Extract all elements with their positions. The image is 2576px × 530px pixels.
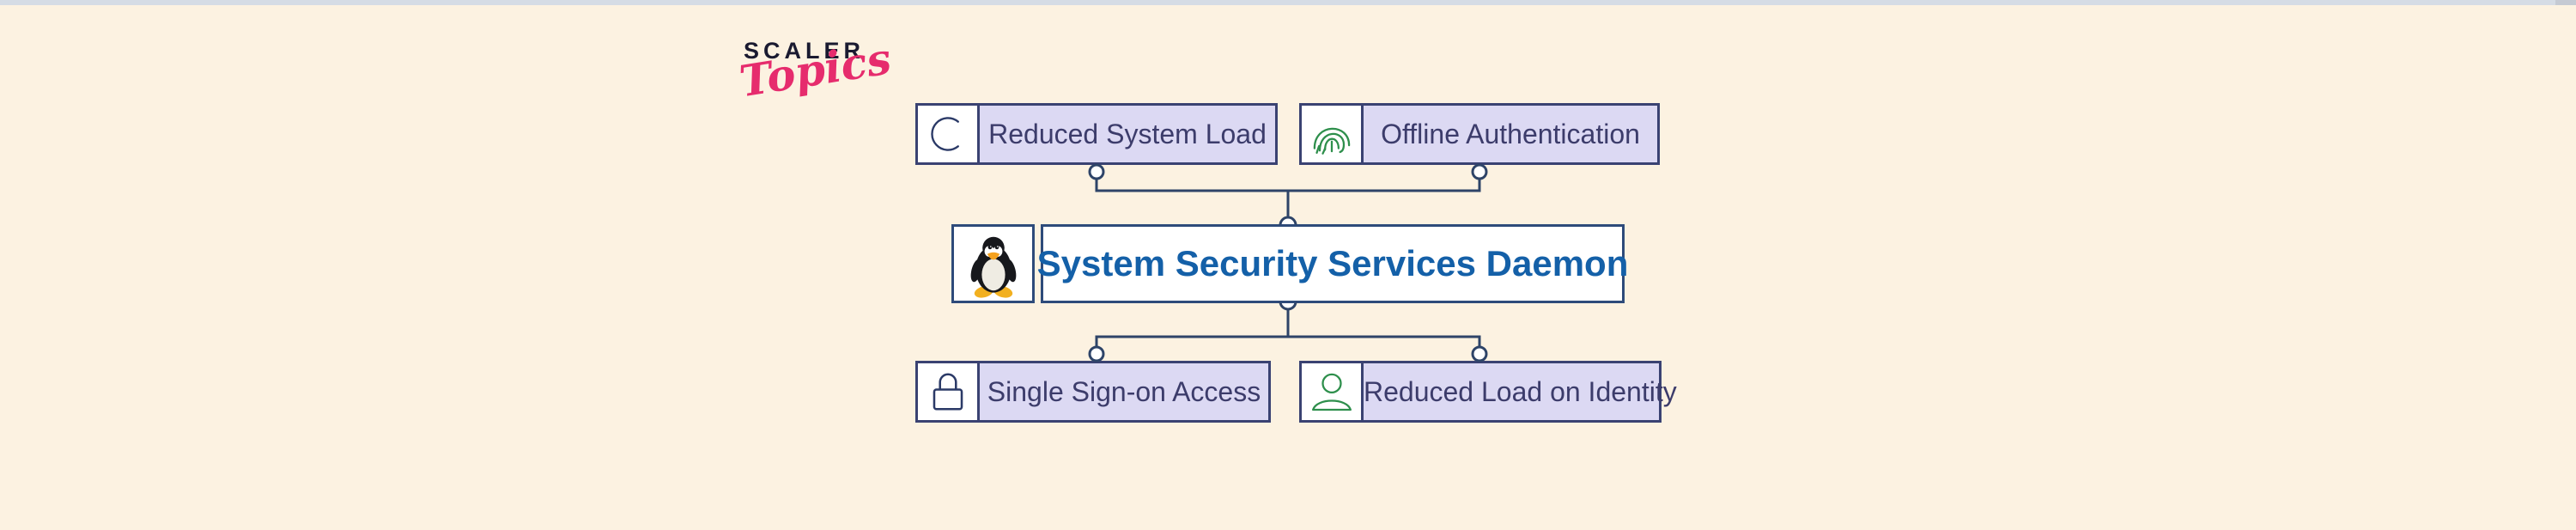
open-circle-icon: [918, 106, 980, 162]
node-circle: [1471, 163, 1488, 180]
window-top-strip: [0, 0, 2576, 5]
node-circle: [1088, 163, 1105, 180]
scrollbar-fragment: [2555, 0, 2576, 5]
root-title: System Security Services Daemon: [1036, 243, 1629, 283]
fingerprint-icon: [1302, 106, 1364, 162]
benefit-box-offline-authentication: Offline Authentication: [1299, 103, 1660, 165]
benefit-label: Single Sign-on Access: [987, 375, 1261, 407]
node-circle: [1471, 345, 1488, 362]
logo-brand-text: SCALER: [744, 38, 866, 64]
linux-tux-icon: [951, 224, 1035, 303]
benefit-box-reduced-system-load: Reduced System Load: [915, 103, 1278, 165]
benefit-label: Offline Authentication: [1381, 118, 1640, 149]
benefit-label: Reduced Load on Identity: [1364, 375, 1677, 407]
user-icon: [1302, 363, 1364, 420]
scaler-topics-logo: SCALER Topics: [736, 33, 894, 107]
padlock-icon: [918, 363, 980, 420]
node-circle: [1088, 345, 1105, 362]
benefit-label: Reduced System Load: [988, 118, 1267, 149]
benefit-box-reduced-load-identity: Reduced Load on Identity: [1299, 361, 1677, 423]
root-box-sssd: System Security Services Daemon: [1037, 224, 1628, 303]
benefit-box-single-sign-on: Single Sign-on Access: [915, 361, 1271, 423]
